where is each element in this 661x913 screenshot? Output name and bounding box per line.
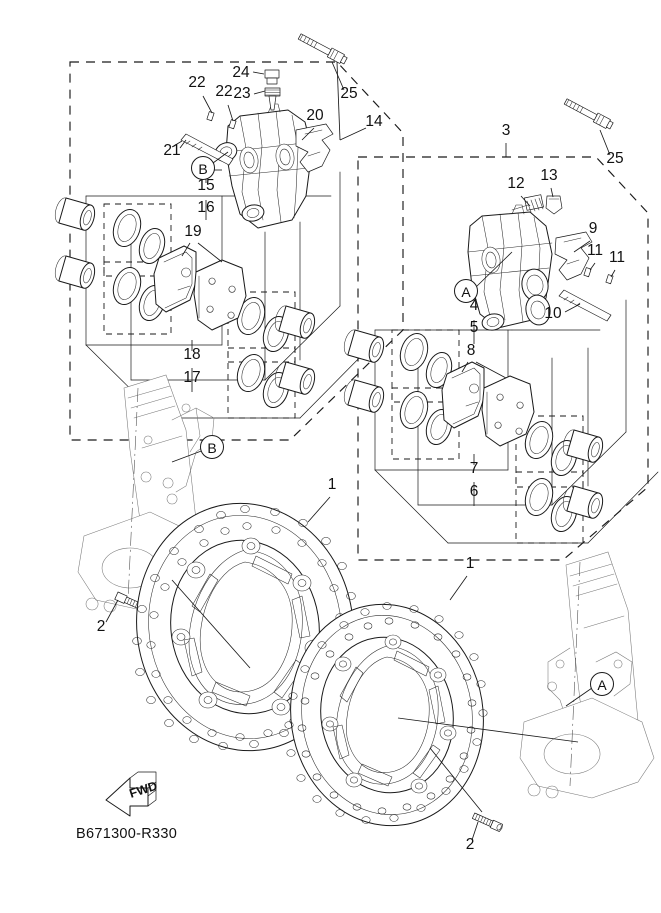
bleed-cap-right [545, 195, 563, 215]
fwd-arrow-icon: FWD [105, 771, 159, 817]
callout-9: 7 [470, 460, 479, 477]
reference-circle-a-lower: A [590, 672, 614, 696]
callout-18: 15 [197, 177, 214, 194]
callout-17: 14 [365, 113, 383, 130]
pin-clip-a-right [583, 267, 592, 278]
ref-label: B [198, 161, 207, 177]
caliper-body-right [467, 204, 553, 331]
slide-pin-right [558, 289, 612, 322]
reference-circle-b-upper: B [191, 156, 215, 180]
callout-20: 17 [183, 369, 200, 386]
pad-spring-left [295, 123, 334, 173]
callout-30: 25 [606, 150, 623, 167]
pad-spring-right [554, 231, 593, 281]
callout-25: 22 [188, 74, 205, 91]
slide-pin-left [180, 133, 234, 166]
ref-label: A [597, 677, 607, 693]
ref-label: A [461, 284, 471, 300]
brake-pad-a-right [441, 361, 485, 429]
callout-6: 4 [470, 297, 479, 314]
callout-13: 11 [587, 242, 603, 259]
callout-23: 20 [306, 107, 324, 124]
callout-24: 21 [163, 142, 180, 159]
callout-7: 5 [470, 319, 479, 336]
callout-1: 1 [328, 476, 337, 493]
caliper-mount-bolt-left [297, 33, 348, 65]
callout-28: 24 [232, 64, 250, 81]
bleed-screw-right [511, 194, 544, 213]
leader-lines [105, 61, 616, 841]
callout-26: 22 [215, 83, 232, 100]
callout-15: 12 [507, 175, 524, 192]
brake-pad-b-right [481, 375, 535, 447]
caliper-mount-bolt-right [563, 98, 614, 130]
bleed-screw-left [264, 87, 281, 111]
callout-4: 2 [466, 836, 475, 853]
piston-group-right [343, 329, 604, 519]
callout-27: 23 [233, 85, 250, 102]
callout-11: 9 [589, 220, 598, 237]
caliper-body-left [214, 103, 313, 229]
callout-16: 13 [540, 167, 557, 184]
callout-8: 6 [470, 483, 479, 500]
callout-12: 10 [544, 305, 562, 322]
fork-leg-right [519, 551, 655, 799]
callout-29: 25 [340, 85, 357, 102]
callout-2: 1 [466, 555, 475, 572]
callout-10: 8 [467, 342, 476, 359]
piston-group-left [54, 197, 316, 395]
callout-19: 16 [197, 199, 214, 216]
disc-bolt-right [471, 812, 503, 832]
callout-21: 18 [183, 346, 200, 363]
brake-disc-right [284, 602, 488, 827]
callout-numbers: 1 1 2 2 3 4 5 6 7 8 9 10 11 11 12 13 14 … [97, 64, 625, 853]
reference-circle-b-lower: B [200, 435, 224, 459]
callout-3: 2 [97, 618, 106, 635]
seal-ring-group-right [399, 332, 578, 533]
ref-label: B [207, 440, 216, 456]
bleed-nipple-left [264, 69, 280, 85]
brake-pad-b-left [193, 259, 247, 331]
callout-14: 11 [609, 249, 625, 266]
callout-5: 3 [502, 122, 511, 139]
brake-disc-left [132, 502, 357, 752]
brake-pad-a-left [153, 245, 197, 313]
reference-circle-a-upper: A [454, 279, 478, 303]
callout-22: 19 [184, 223, 201, 240]
part-number-code: B671300-R330 [76, 826, 177, 842]
pin-clip-b-left [228, 119, 237, 130]
seal-ring-group-left [112, 208, 290, 409]
pin-clip-a-left [206, 111, 215, 122]
